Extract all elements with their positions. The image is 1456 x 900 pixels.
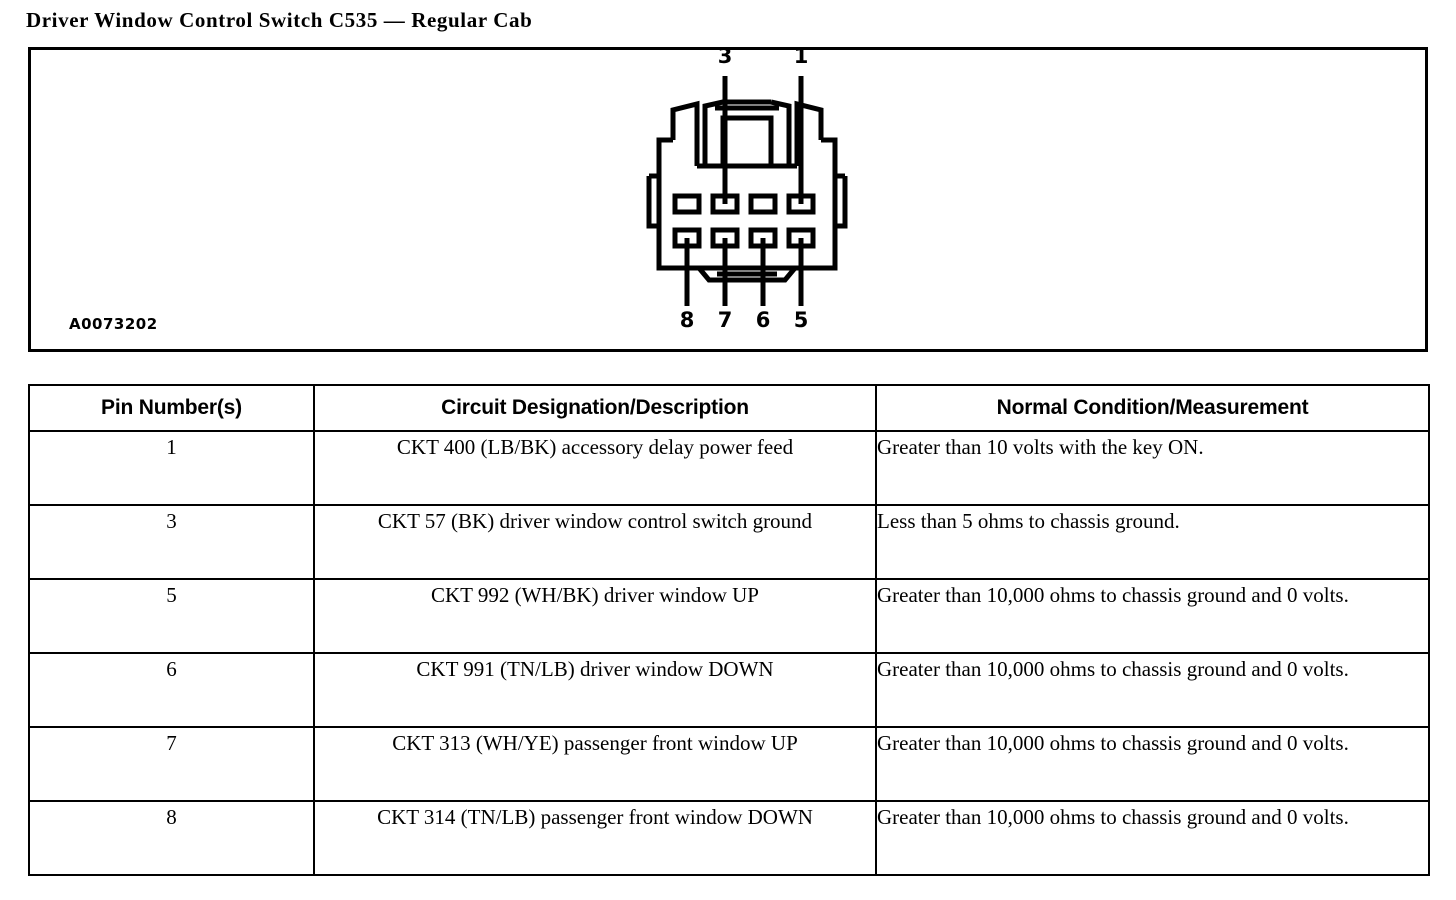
cell-pin-number: 5 <box>28 578 315 654</box>
cell-circuit-description: CKT 400 (LB/BK) accessory delay power fe… <box>313 430 877 506</box>
table-header-row: Pin Number(s) Circuit Designation/Descri… <box>28 384 1430 432</box>
pin-label-8: 8 <box>679 308 695 332</box>
pin-assignment-table: Pin Number(s) Circuit Designation/Descri… <box>28 384 1430 876</box>
cell-circuit-description: CKT 313 (WH/YE) passenger front window U… <box>313 726 877 802</box>
cell-normal-measurement: Greater than 10,000 ohms to chassis grou… <box>875 578 1430 654</box>
pin-label-3: 3 <box>717 44 733 68</box>
cell-pin-number: 3 <box>28 504 315 580</box>
cell-normal-measurement: Greater than 10 volts with the key ON. <box>875 430 1430 506</box>
cell-normal-measurement: Greater than 10,000 ohms to chassis grou… <box>875 652 1430 728</box>
cell-normal-measurement: Less than 5 ohms to chassis ground. <box>875 504 1430 580</box>
pin-label-6: 6 <box>755 308 771 332</box>
column-header-description: Circuit Designation/Description <box>313 384 877 432</box>
cell-pin-number: 7 <box>28 726 315 802</box>
connector-illustration: 3 1 8 7 6 5 <box>637 44 857 332</box>
column-header-measurement: Normal Condition/Measurement <box>875 384 1430 432</box>
cell-normal-measurement: Greater than 10,000 ohms to chassis grou… <box>875 800 1430 876</box>
pin-label-7: 7 <box>717 308 733 332</box>
cell-circuit-description: CKT 992 (WH/BK) driver window UP <box>313 578 877 654</box>
cell-pin-number: 6 <box>28 652 315 728</box>
figure-code-label: A0073202 <box>69 315 158 333</box>
cell-circuit-description: CKT 991 (TN/LB) driver window DOWN <box>313 652 877 728</box>
connector-diagram-panel: 3 1 8 7 6 5 A0073202 <box>28 44 1428 352</box>
cell-pin-number: 1 <box>28 430 315 506</box>
cell-circuit-description: CKT 314 (TN/LB) passenger front window D… <box>313 800 877 876</box>
cell-pin-number: 8 <box>28 800 315 876</box>
page-title: Driver Window Control Switch C535 — Regu… <box>26 8 533 32</box>
pin-label-5: 5 <box>793 308 809 332</box>
cell-normal-measurement: Greater than 10,000 ohms to chassis grou… <box>875 726 1430 802</box>
pin-label-1: 1 <box>793 44 809 68</box>
cell-circuit-description: CKT 57 (BK) driver window control switch… <box>313 504 877 580</box>
column-header-pin: Pin Number(s) <box>28 384 315 432</box>
